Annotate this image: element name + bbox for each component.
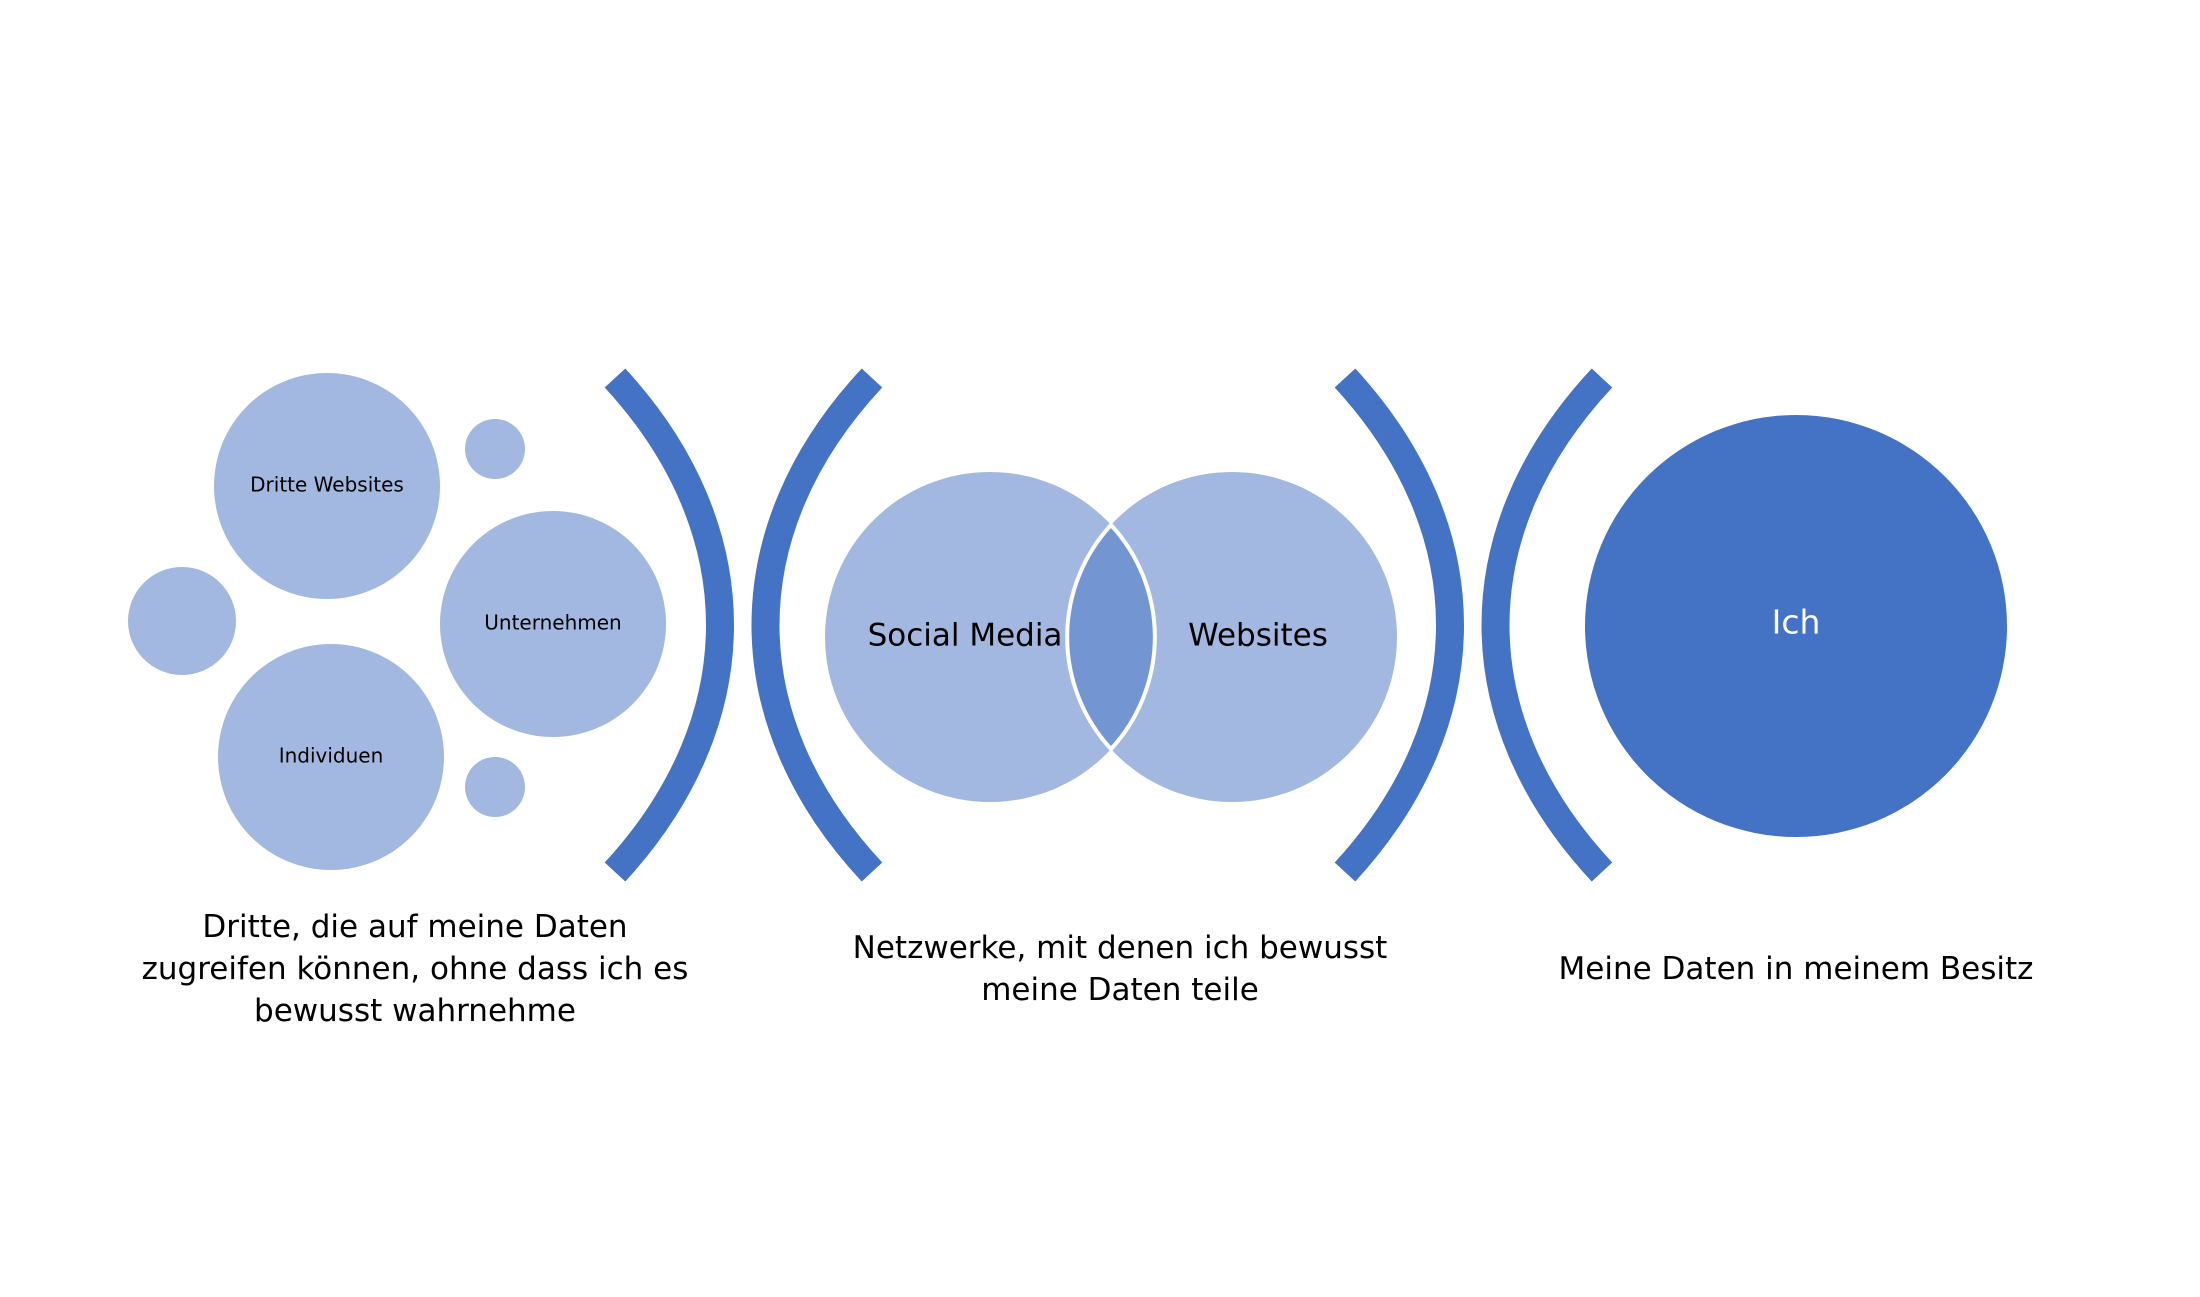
caption-third-parties-line-2: zugreifen können, ohne dass ich es	[141, 951, 689, 987]
caption-self-line-1: Meine Daten in meinem Besitz	[1558, 951, 2034, 987]
caption-networks: Netzwerke, mit denen ich bewusst meine D…	[820, 927, 1420, 1011]
node-ich	[1585, 415, 2007, 837]
small-circle-bottom	[465, 757, 525, 817]
node-individuen	[218, 644, 444, 870]
venn-overlap-outline	[1065, 522, 1157, 752]
venn-circle-social-media	[825, 472, 1155, 802]
caption-self: Meine Daten in meinem Besitz	[1496, 948, 2096, 990]
node-dritte-websites-label: Dritte Websites	[250, 473, 404, 497]
node-social-media-label: Social Media	[868, 618, 1063, 654]
bracket-close-1	[604, 368, 734, 882]
bracket-open-1	[751, 368, 883, 882]
bracket-open-2	[1481, 368, 1613, 882]
self-node: Ich	[1585, 415, 2007, 837]
third-parties-cluster: Dritte Websites Unternehmen Individuen	[128, 373, 666, 870]
caption-networks-line-2: meine Daten teile	[981, 972, 1259, 1008]
caption-third-parties: Dritte, die auf meine Daten zugreifen kö…	[115, 906, 715, 1032]
node-unternehmen-label: Unternehmen	[484, 611, 621, 635]
caption-third-parties-line-3: bewusst wahrnehme	[254, 993, 576, 1029]
small-circle-top	[465, 419, 525, 479]
small-circle-left	[128, 567, 236, 675]
caption-networks-line-1: Netzwerke, mit denen ich bewusst	[852, 930, 1388, 966]
node-unternehmen	[440, 511, 666, 737]
bracket-close-2	[1334, 368, 1464, 882]
node-websites-label: Websites	[1188, 618, 1328, 654]
node-individuen-label: Individuen	[279, 744, 384, 768]
node-ich-label: Ich	[1772, 603, 1821, 642]
networks-venn: Social Media Websites	[825, 472, 1397, 802]
caption-third-parties-line-1: Dritte, die auf meine Daten	[202, 909, 628, 945]
node-dritte-websites	[214, 373, 440, 599]
venn-circle-websites	[1067, 472, 1397, 802]
